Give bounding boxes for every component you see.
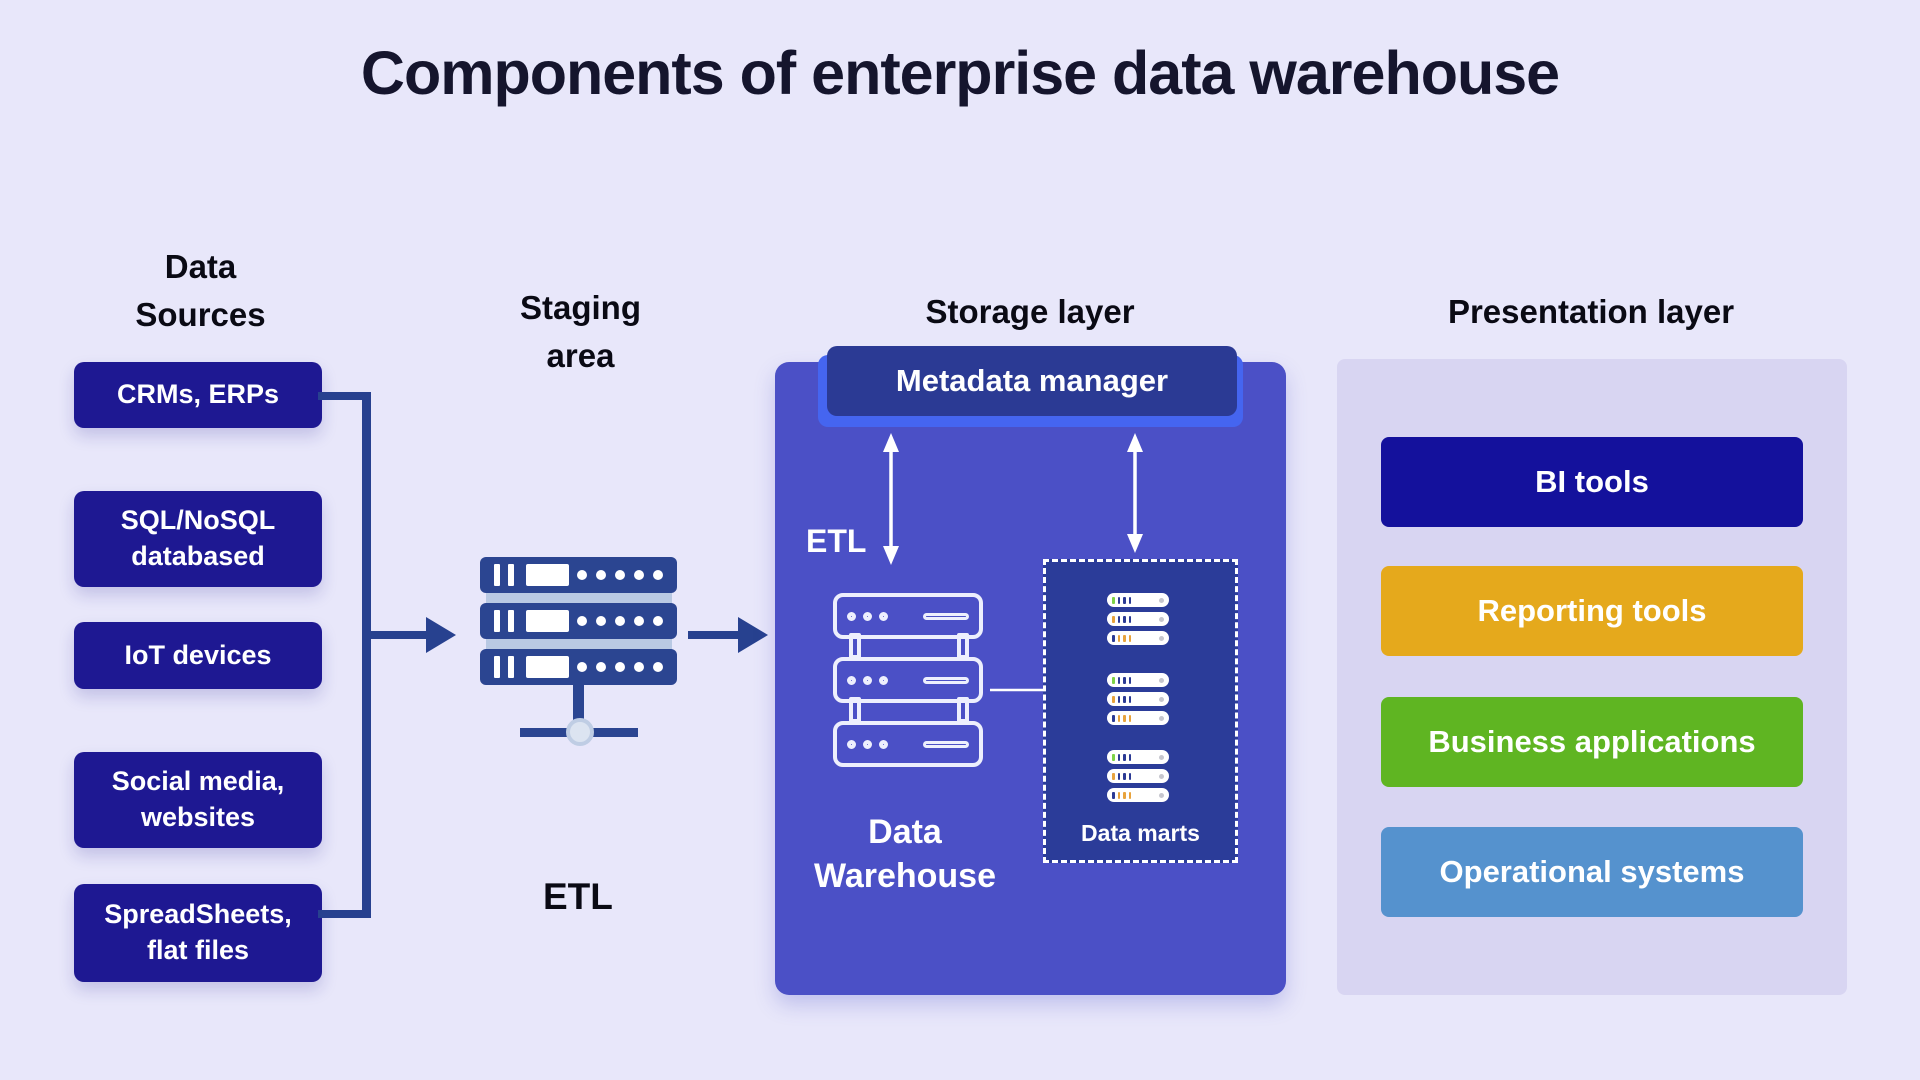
server-led-bar bbox=[494, 564, 500, 586]
server-slot bbox=[525, 610, 570, 632]
server-drive-slot bbox=[923, 676, 969, 684]
server-slot bbox=[525, 564, 570, 586]
mini-server-stacks-icon bbox=[1107, 692, 1169, 706]
mini-server-stacks-icon bbox=[1107, 593, 1169, 607]
presentation-item-bi-tools: BI tools bbox=[1381, 437, 1803, 527]
server-stack-icon bbox=[480, 649, 677, 685]
server-stack-icon bbox=[480, 603, 677, 639]
source-box-crms-erps: CRMs, ERPs bbox=[74, 362, 322, 428]
server-light bbox=[863, 611, 872, 621]
mini-server-stacks-icon bbox=[1107, 750, 1169, 764]
sources-to-staging-arrowhead-icon bbox=[426, 617, 456, 653]
server-light bbox=[847, 739, 856, 749]
server-light bbox=[847, 611, 856, 621]
server-stack-icon bbox=[480, 557, 677, 593]
mini-server-stacks-icon bbox=[1107, 673, 1169, 687]
storage-layer-heading: Storage layer bbox=[925, 293, 1135, 330]
metadata-sync-arrow-right-icon bbox=[1127, 433, 1143, 553]
server-network-stem bbox=[573, 685, 584, 725]
presentation-layer-heading: Presentation layer bbox=[1447, 293, 1735, 330]
data-warehouse-label: Data Warehouse bbox=[813, 813, 996, 896]
data-marts-label: Data marts bbox=[1081, 820, 1200, 846]
server-dots bbox=[577, 570, 664, 580]
server-led-bar bbox=[507, 610, 514, 632]
connector-bracket-vertical bbox=[362, 392, 371, 918]
server-led-bar bbox=[507, 656, 514, 678]
source-box-sql-nosql: SQL/NoSQL databased bbox=[74, 491, 322, 587]
mini-server-stacks-icon bbox=[1107, 769, 1169, 783]
server-dots bbox=[577, 662, 664, 672]
source-box-iot-devices: IoT devices bbox=[74, 622, 322, 689]
etl-label-staging: ETL bbox=[543, 876, 613, 917]
server-slot bbox=[525, 656, 570, 678]
server-light bbox=[863, 739, 872, 749]
database-server-outline-icon bbox=[833, 593, 983, 639]
server-light bbox=[847, 675, 856, 685]
server-light bbox=[879, 739, 888, 749]
staging-to-storage-arrowhead-icon bbox=[738, 617, 768, 653]
server-drive-slot bbox=[923, 740, 969, 748]
server-dots bbox=[577, 616, 664, 626]
database-server-outline-icon bbox=[833, 657, 983, 703]
mini-server-stacks-icon bbox=[1107, 612, 1169, 626]
connector-bracket-top bbox=[318, 392, 368, 400]
server-light bbox=[879, 611, 888, 621]
server-light bbox=[879, 675, 888, 685]
presentation-item-reporting-tools: Reporting tools bbox=[1381, 566, 1803, 656]
server-led-bar bbox=[507, 564, 514, 586]
metadata-manager-bar: Metadata manager bbox=[827, 346, 1237, 416]
mini-server-stacks-icon bbox=[1107, 631, 1169, 645]
mini-server-stacks-icon bbox=[1107, 788, 1169, 802]
sources-to-staging-arrow bbox=[362, 631, 428, 639]
server-led-bar bbox=[494, 610, 500, 632]
source-box-social-media: Social media, websites bbox=[74, 752, 322, 848]
server-network-node-icon bbox=[566, 718, 594, 746]
etl-label-storage: ETL bbox=[806, 523, 867, 559]
database-server-outline-icon bbox=[833, 721, 983, 767]
presentation-item-operational-systems: Operational systems bbox=[1381, 827, 1803, 917]
mini-server-stacks-icon bbox=[1107, 711, 1169, 725]
staging-to-storage-arrow bbox=[688, 631, 740, 639]
source-box-spreadsheets: SpreadSheets, flat files bbox=[74, 884, 322, 982]
connector-bracket-bottom bbox=[318, 910, 368, 918]
server-led-bar bbox=[494, 656, 500, 678]
staging-area-heading: Staging area bbox=[520, 289, 641, 374]
server-light bbox=[863, 675, 872, 685]
presentation-item-business-applications: Business applications bbox=[1381, 697, 1803, 787]
server-drive-slot bbox=[923, 612, 969, 620]
data-sources-heading: Data Sources bbox=[135, 248, 266, 333]
metadata-sync-arrow-left-icon bbox=[883, 433, 899, 565]
page-title: Components of enterprise data warehouse bbox=[360, 39, 1560, 107]
